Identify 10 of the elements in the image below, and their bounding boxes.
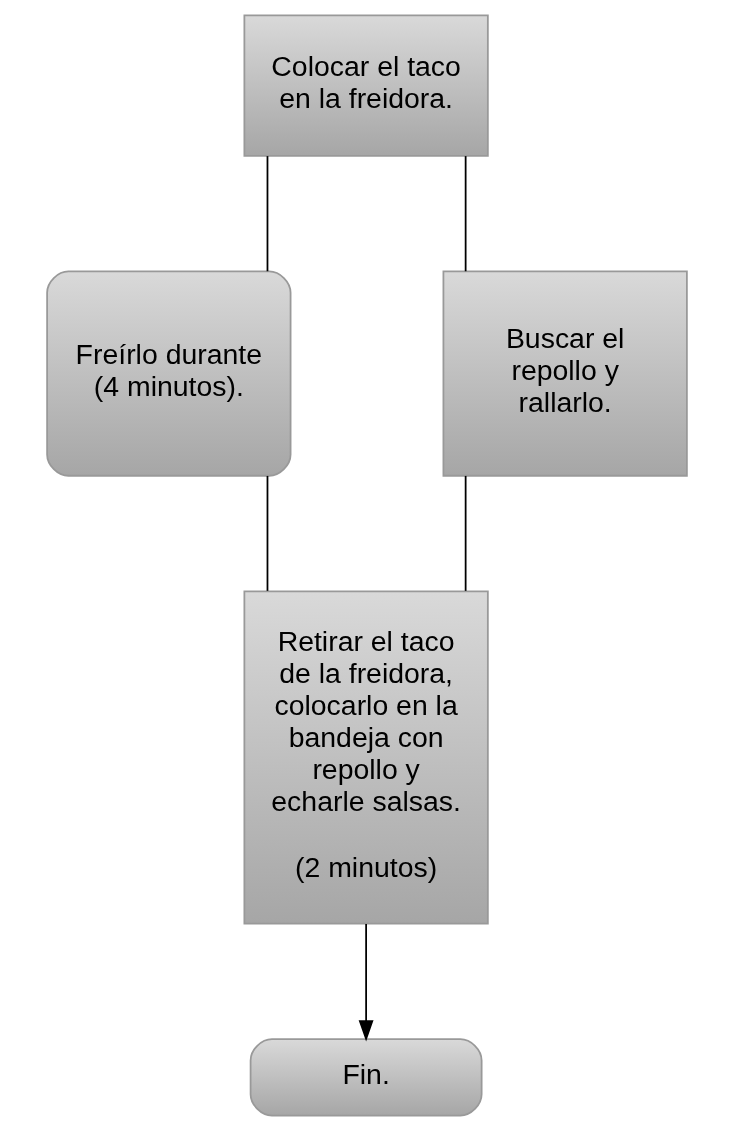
node-box: Colocar el taco en la freidora. xyxy=(243,14,489,157)
connector xyxy=(464,155,466,273)
connector xyxy=(266,155,268,273)
node-box: Retirar el taco de la freidora, colocarlo en la bandeja con repollo y echarle salsas. (2 minutos) xyxy=(243,590,489,925)
node-box: Buscar el repollo y rallarlo. xyxy=(442,270,688,477)
connector xyxy=(266,475,268,592)
node-box: Fin. xyxy=(249,1038,482,1117)
connector xyxy=(464,475,466,592)
node-box: Freírlo durante (4 minutos). xyxy=(45,270,291,477)
arrow xyxy=(358,923,374,1042)
